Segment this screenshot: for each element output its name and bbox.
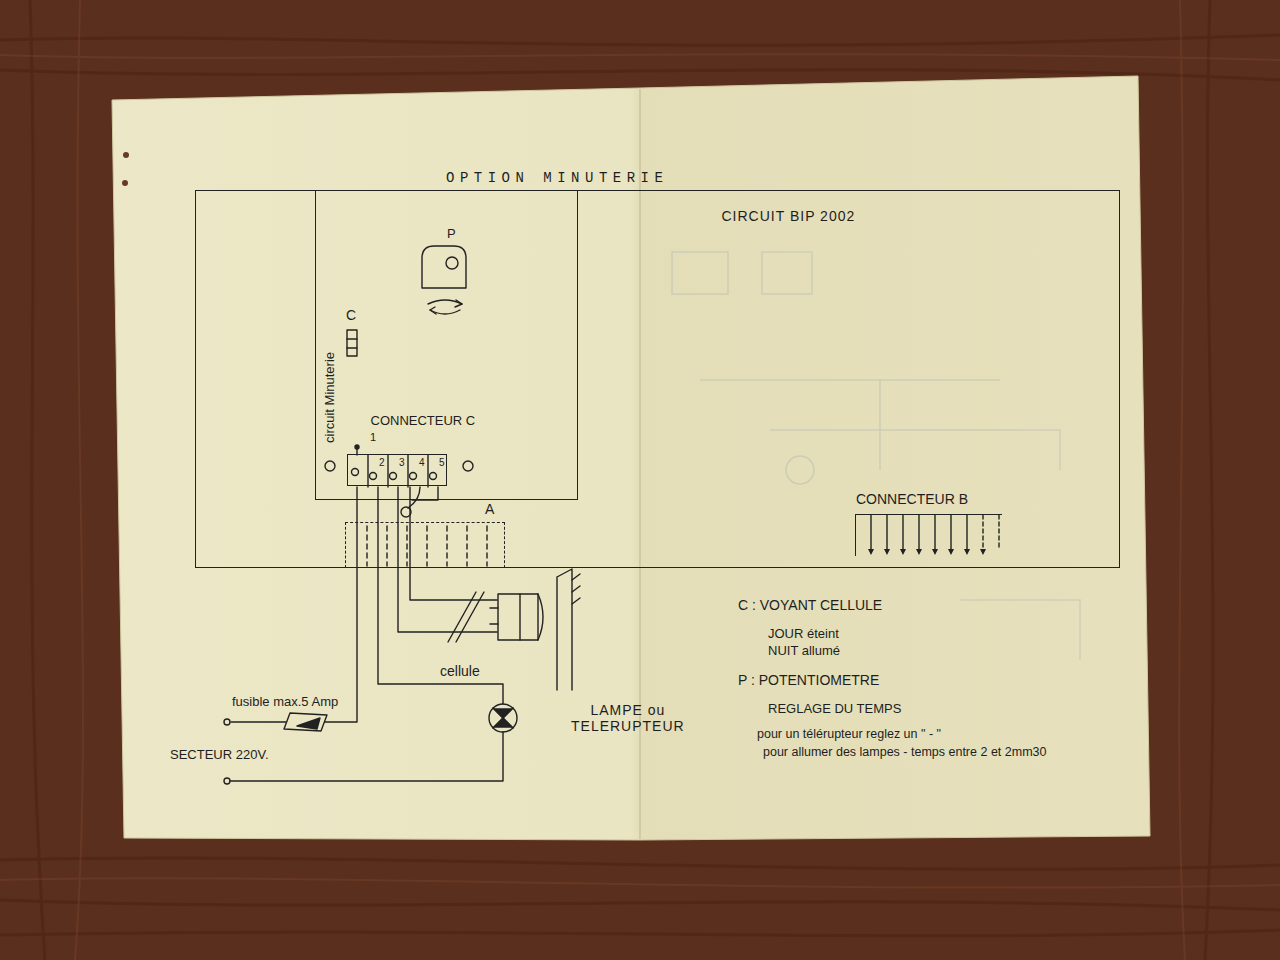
part-letter: P [447, 227, 456, 242]
wood-grain-line [1205, 0, 1213, 960]
legend-note: C : VOYANT CELLULE [738, 597, 882, 613]
wiring-drawing [224, 246, 999, 784]
arrow-head [430, 307, 436, 314]
wall-symbol [557, 569, 572, 690]
legend-note: REGLAGE DU TEMPS [768, 702, 901, 717]
connector-a: A [345, 522, 505, 568]
bleed-through-shape [700, 380, 1080, 660]
indicator-led-symbol [347, 330, 357, 356]
mains-terminal [224, 778, 230, 784]
arrow-head [455, 300, 462, 307]
photocell-symbol [498, 594, 538, 640]
terminal-screw [352, 469, 359, 476]
jumper-wire [401, 507, 411, 517]
lamp-symbol [489, 704, 517, 732]
legend-note: pour un télérupteur reglez un " - " [757, 727, 941, 741]
wood-grain-line [0, 878, 1280, 887]
pin-arrows [868, 549, 986, 555]
vertical-label: circuit Minuterie [323, 351, 338, 442]
wire-label: cellule [440, 663, 480, 679]
pin-number: 3 [399, 457, 405, 469]
mounting-hole [463, 461, 473, 471]
fuse-label: fusible max.5 Amp [232, 695, 338, 710]
node-heading: A [485, 501, 494, 517]
legend-note: JOUR éteint [768, 627, 839, 642]
wood-grain-line [75, 0, 83, 960]
cell-wire [398, 487, 497, 632]
terminal-screw [390, 473, 397, 480]
lamp-symbol [494, 718, 512, 727]
lamp-wire [378, 487, 503, 704]
connector-pins [367, 526, 487, 566]
connector-pins [871, 515, 967, 550]
mains-label: SECTEUR 220V. [170, 748, 269, 763]
wood-grain-line [0, 930, 1280, 936]
mounting-hole [325, 461, 335, 471]
connector-pins [983, 515, 999, 550]
bleed-through-shape [762, 252, 812, 294]
timer-module-box: circuit MinuterieCONNECTEUR C [315, 190, 578, 500]
node-heading: CIRCUIT BIP 2002 [722, 208, 856, 224]
fuse-symbol [284, 713, 327, 731]
neutral-wire [230, 732, 503, 781]
node-heading: CONNECTEUR C [371, 414, 476, 429]
pin-number: 4 [419, 457, 425, 469]
photocell-symbol [520, 594, 543, 640]
cell-wire [410, 487, 497, 600]
indicator-led-symbol [347, 339, 357, 348]
wood-grain-line [1179, 0, 1185, 960]
wood-grain-line [0, 858, 1280, 869]
terminal-screw [430, 473, 437, 480]
wood-grain-line [30, 0, 45, 960]
load-label: LAMPE ou TELERUPTEUR [571, 702, 685, 734]
lamp-symbol [494, 709, 512, 718]
bleed-through-shape [786, 456, 814, 484]
terminal-screw [410, 473, 417, 480]
connector-b: CONNECTEUR B [855, 514, 1002, 556]
node-heading: CONNECTEUR B [856, 491, 968, 507]
terminal-screw [370, 473, 377, 480]
photocell-pins [490, 608, 498, 624]
cable-mark [448, 592, 484, 642]
pin-arrow [868, 549, 986, 555]
terminal-block: CONNECTEUR C [347, 454, 447, 486]
fuse-symbol [297, 718, 320, 729]
lamp-symbol [493, 708, 513, 728]
wall-hatch [572, 574, 580, 604]
part-letter: C [346, 307, 356, 323]
paper-sheet [112, 76, 1150, 840]
mains-terminal [224, 719, 230, 725]
jumper-wire [412, 487, 438, 500]
circuit-board-box: CIRCUIT BIP 2002 circuit MinuterieCONNECT… [195, 190, 1120, 568]
punch-hole [123, 152, 129, 158]
punch-hole [122, 180, 128, 186]
terminal-divider [368, 455, 428, 487]
legend-note: pour allumer des lampes - temps entre 2 … [763, 745, 1046, 759]
legend-note: P : POTENTIOMETRE [738, 672, 879, 688]
jumper-wire [408, 487, 420, 508]
pin-number: 2 [379, 457, 385, 469]
potentiometer-symbol [422, 246, 466, 288]
potentiometer-knob [446, 257, 458, 269]
wood-grain-line [0, 900, 1280, 910]
legend-note: NUIT allumé [768, 644, 840, 659]
pin-number: 1 [370, 431, 376, 444]
bleed-through-shape [672, 252, 728, 294]
wood-grain-line [0, 54, 1280, 60]
bleed-through [672, 252, 1080, 660]
wood-grain-line [0, 35, 1280, 45]
diagram-title: OPTION MINUTERIE [446, 170, 668, 186]
pin-number: 5 [439, 457, 445, 469]
phase-wire [231, 721, 286, 722]
